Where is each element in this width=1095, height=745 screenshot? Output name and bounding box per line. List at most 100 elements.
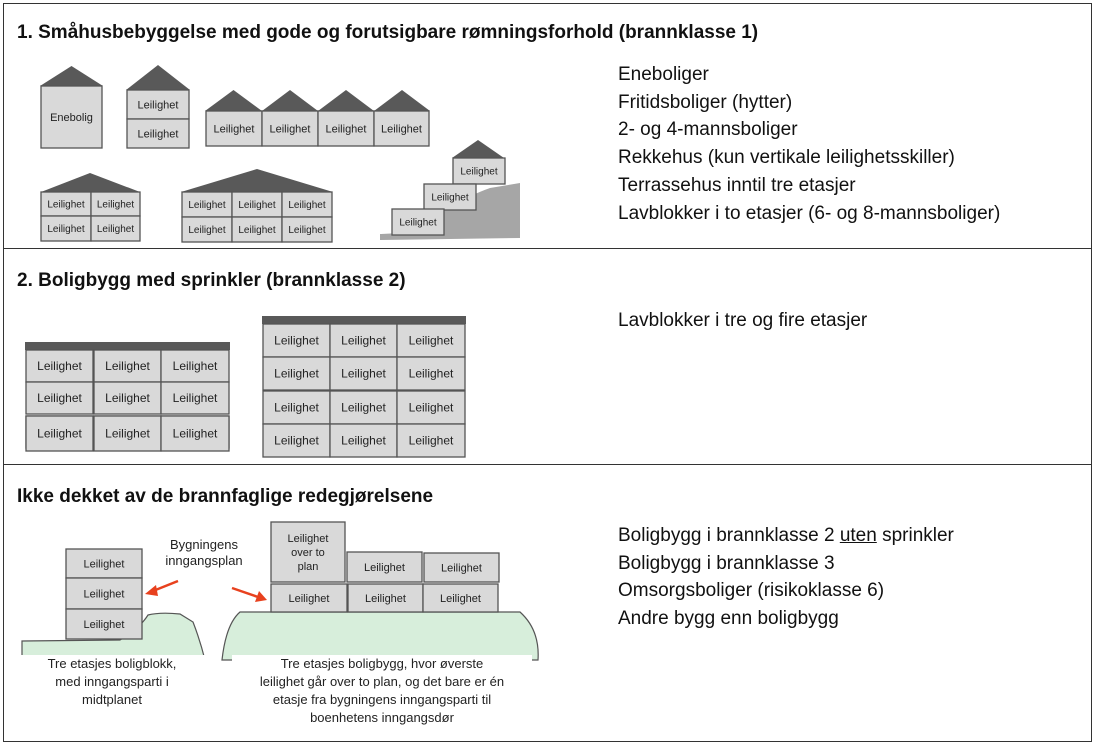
section-3-heading: Ikke dekket av de brannfaglige redegjøre…	[17, 486, 434, 507]
apartment-box	[329, 390, 398, 425]
apartment-box	[373, 110, 430, 147]
apartment-box	[396, 323, 466, 358]
roof	[40, 66, 103, 86]
table-frame	[3, 3, 1092, 742]
roof	[452, 140, 504, 158]
apartment-label: Leilighet	[341, 401, 386, 415]
apartment-box	[262, 390, 331, 425]
apartment-label: Leilighet	[274, 434, 319, 448]
apartment-label: Leilighet	[288, 533, 329, 545]
apartment-label: Leilighet	[274, 334, 319, 348]
section-divider	[3, 464, 1092, 465]
apartment-box	[281, 191, 333, 218]
list-item: Terrassehus inntil tre etasjer	[618, 174, 856, 196]
arrow-head	[255, 591, 267, 602]
apartment-box	[90, 191, 141, 217]
roof	[318, 90, 374, 111]
apartment-label: Leilighet	[288, 200, 325, 211]
apartment-box	[281, 216, 333, 243]
apartment-box	[270, 583, 348, 613]
apartment-label: Leilighet	[288, 225, 325, 236]
terrain	[380, 183, 520, 240]
apartment-box	[181, 216, 233, 243]
list-item: Boligbygg i brannklasse 3	[618, 552, 835, 574]
arrow-line	[231, 586, 259, 599]
apartment-label: Leilighet	[409, 434, 454, 448]
apartment-label: Leilighet	[188, 200, 225, 211]
apartment-box	[231, 216, 283, 243]
roof	[262, 90, 318, 111]
roof	[25, 342, 230, 350]
apartment-label: Leilighet	[97, 200, 134, 211]
apartment-label: Leilighet	[440, 593, 481, 605]
section-2-list: Lavblokker i tre og fire etasjer	[618, 307, 867, 335]
apartment-label: Leilighet	[365, 593, 406, 605]
list-item: 2- og 4-mannsboliger	[618, 119, 798, 141]
section-2-heading: 2. Boligbygg med sprinkler (brannklasse …	[17, 270, 406, 291]
apartment-box	[93, 381, 162, 415]
apartment-label: Leilighet	[238, 225, 275, 236]
apartment-box	[396, 423, 466, 458]
list-item: Boligbygg i brannklasse 2 uten sprinkler	[618, 525, 954, 546]
apartment-label: Leilighet	[105, 391, 150, 405]
apartment-label: Leilighet	[364, 562, 405, 574]
apartment-box	[347, 583, 424, 613]
apartment-label: Leilighet	[138, 99, 179, 111]
apartment-label: Leilighet	[105, 359, 150, 373]
section-1-heading: 1. Småhusbebyggelse med gode og forutsig…	[17, 22, 759, 43]
section-3-list: Boligbygg i brannklasse 2 uten sprinkler…	[618, 522, 954, 633]
list-item: Omsorgsboliger (risikoklasse 6)	[618, 580, 885, 602]
apartment-box	[25, 381, 94, 415]
entrance-level-label: Bygningens	[170, 537, 238, 552]
roof	[181, 169, 333, 192]
apartment-box	[346, 551, 423, 583]
apartment-box	[65, 548, 143, 579]
apartment-label: over to	[291, 547, 325, 559]
apartment-label: Leilighet	[84, 558, 125, 570]
apartment-label: Leilighet	[47, 224, 84, 235]
apartment-label: Leilighet	[238, 200, 275, 211]
apartment-box	[160, 381, 230, 415]
section-divider	[3, 248, 1092, 249]
apartment-box	[262, 423, 331, 458]
roof	[126, 65, 190, 90]
apartment-box	[270, 521, 346, 583]
apartment-label: Leilighet	[431, 193, 468, 204]
apartment-box	[391, 208, 445, 236]
roof	[262, 316, 466, 324]
caption-left: Tre etasjes boligblokk,med inngangsparti…	[18, 655, 206, 709]
list-item: Lavblokker i tre og fire etasjer	[618, 310, 868, 331]
apartment-label: Leilighet	[341, 367, 386, 381]
apartment-label: Leilighet	[274, 401, 319, 415]
apartment-box	[423, 552, 500, 583]
apartment-label: Leilighet	[37, 359, 82, 373]
apartment-box	[205, 110, 263, 147]
apartment-box	[452, 157, 506, 185]
apartment-label: Leilighet	[105, 427, 150, 441]
roof	[205, 90, 262, 111]
apartment-box	[396, 390, 466, 425]
apartment-label: Leilighet	[326, 123, 367, 135]
apartment-box	[90, 215, 141, 242]
roof	[41, 173, 140, 192]
apartment-box	[25, 349, 94, 383]
apartment-label: Leilighet	[381, 123, 422, 135]
apartment-label: Leilighet	[37, 391, 82, 405]
list-item: Rekkehus (kun vertikale leilighetsskille…	[618, 147, 955, 169]
apartment-label: Leilighet	[84, 619, 125, 631]
apartment-label: Leilighet	[274, 367, 319, 381]
apartment-label: Leilighet	[173, 427, 218, 441]
apartment-box	[329, 423, 398, 458]
apartment-label: Leilighet	[47, 200, 84, 211]
section-1-list: Eneboliger Fritidsboliger (hytter) 2- og…	[618, 61, 1000, 227]
apartment-label: Leilighet	[289, 593, 330, 605]
apartment-label: Leilighet	[173, 359, 218, 373]
apartment-box	[40, 85, 103, 149]
apartment-box	[25, 415, 94, 452]
apartment-label: Leilighet	[399, 218, 436, 229]
apartment-box	[422, 583, 499, 613]
apartment-label: Leilighet	[188, 225, 225, 236]
apartment-box	[423, 183, 477, 211]
